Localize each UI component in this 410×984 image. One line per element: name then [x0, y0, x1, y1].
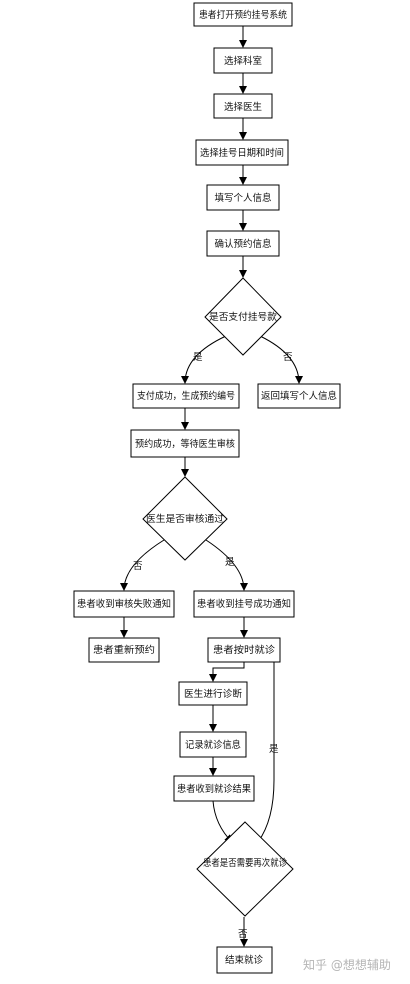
- decision-again: 患者是否需要再次就诊: [196, 821, 294, 917]
- node-return-fill-label: 返回填写个人信息: [261, 390, 337, 402]
- edge-review-yes: [205, 539, 248, 591]
- node-end: 结束就诊: [216, 946, 273, 974]
- decision-review: 医生是否审核通过: [142, 476, 228, 561]
- node-result-label: 患者收到就诊结果: [177, 783, 251, 795]
- edge-pay-no: [259, 335, 303, 384]
- node-fail-notice-label: 患者收到审核失败通知: [77, 598, 171, 610]
- node-visit: 患者按时就诊: [207, 637, 281, 663]
- edge-review-no: [120, 539, 165, 591]
- node-end-label: 结束就诊: [225, 954, 264, 966]
- node-select-dept: 选择科室: [213, 47, 273, 74]
- node-return-fill: 返回填写个人信息: [257, 383, 341, 409]
- node-rebook-label: 患者重新预约: [93, 644, 155, 656]
- node-success-notice: 患者收到挂号成功通知: [193, 590, 295, 618]
- node-rebook: 患者重新预约: [88, 637, 160, 663]
- node-confirm-info-label: 确认预约信息: [214, 238, 271, 250]
- node-diagnose-label: 医生进行诊断: [184, 688, 242, 700]
- edge-again-yes: [257, 644, 275, 843]
- edge-again-yes-label: 是: [269, 744, 279, 755]
- node-start: 患者打开预约挂号系统: [193, 2, 293, 27]
- node-select-time: 选择挂号日期和时间: [195, 139, 289, 166]
- node-select-doctor: 选择医生: [213, 93, 273, 119]
- decision-review-label: 医生是否审核通过: [146, 513, 224, 525]
- node-pay-success: 支付成功，生成预约编号: [132, 383, 240, 409]
- decision-pay-label: 是否支付挂号款: [209, 311, 277, 323]
- node-start-label: 患者打开预约挂号系统: [199, 9, 287, 21]
- node-wait-review-label: 预约成功，等待医生审核: [135, 438, 235, 450]
- node-pay-success-label: 支付成功，生成预约编号: [137, 390, 235, 402]
- node-confirm-info: 确认预约信息: [206, 230, 280, 257]
- node-select-dept-label: 选择科室: [224, 55, 262, 67]
- edge-visit-diagnose: [209, 662, 245, 682]
- edge-result-againdecision: [212, 800, 233, 843]
- edge-pay-yes: [181, 335, 227, 384]
- node-select-doctor-label: 选择医生: [224, 101, 263, 113]
- node-fill-info: 填写个人信息: [206, 184, 280, 211]
- edge-review-no-label: 否: [133, 561, 143, 572]
- edge-again-no-label: 否: [238, 929, 248, 940]
- node-fail-notice: 患者收到审核失败通知: [73, 590, 175, 618]
- watermark: 知乎 @想想辅助: [303, 957, 391, 972]
- node-select-time-label: 选择挂号日期和时间: [200, 147, 284, 159]
- node-visit-label: 患者按时就诊: [213, 644, 276, 656]
- edge-pay-yes-label: 是: [193, 352, 203, 363]
- edge-pay-no-label: 否: [283, 352, 293, 363]
- node-result: 患者收到就诊结果: [173, 775, 255, 802]
- edge-review-yes-label: 是: [225, 557, 235, 568]
- node-success-notice-label: 患者收到挂号成功通知: [197, 598, 291, 610]
- node-fill-info-label: 填写个人信息: [214, 192, 271, 204]
- connectors: [120, 26, 303, 947]
- node-record-label: 记录就诊信息: [185, 739, 241, 751]
- decision-again-label: 患者是否需要再次就诊: [203, 857, 287, 869]
- node-record: 记录就诊信息: [179, 731, 247, 758]
- node-diagnose: 医生进行诊断: [178, 681, 248, 706]
- decision-pay: 是否支付挂号款: [204, 277, 282, 356]
- node-wait-review: 预约成功，等待医生审核: [130, 429, 240, 458]
